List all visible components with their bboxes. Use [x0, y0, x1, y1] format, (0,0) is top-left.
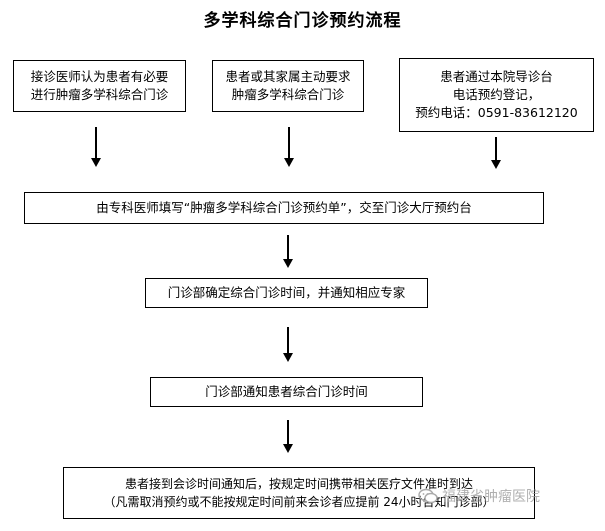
phone-booking-line2: 电话预约登记，	[452, 87, 541, 102]
fill-form-box: 由专科医师填写“肿瘤多学科综合门诊预约单”，交至门诊大厅预约台	[24, 192, 544, 224]
patient-request-line1: 患者或其家属主动要求	[225, 69, 351, 84]
arrow-down	[91, 127, 101, 167]
arrive-line1: 患者接到会诊时间通知后，按规定时间携带相关医疗文件准时到达	[124, 477, 473, 491]
arrive-line2: （凡需取消预约或不能按规定时间前来会诊者应提前 24小时告知门诊部）	[103, 495, 495, 509]
fill-form-line1: 由专科医师填写“肿瘤多学科综合门诊预约单”，交至门诊大厅预约台	[96, 200, 472, 215]
confirm-time-box: 门诊部确定综合门诊时间，并通知相应专家	[145, 278, 428, 308]
page-title: 多学科综合门诊预约流程	[203, 11, 402, 31]
arrow-down	[284, 127, 294, 167]
confirm-time-line1: 门诊部确定综合门诊时间，并通知相应专家	[167, 285, 406, 300]
notify-patient-line1: 门诊部通知患者综合门诊时间	[205, 384, 368, 399]
phone-booking-line1: 患者通过本院导诊台	[440, 69, 553, 84]
arrow-down	[491, 137, 501, 169]
phone-booking-line3: 预约电话：0591-83612120	[415, 105, 578, 120]
referral-doctor-box: 接诊医师认为患者有必要 进行肿瘤多学科综合门诊	[13, 60, 186, 112]
arrow-down	[283, 327, 293, 363]
arrive-box: 患者接到会诊时间通知后，按规定时间携带相关医疗文件准时到达 （凡需取消预约或不能…	[63, 467, 535, 519]
arrow-down	[283, 235, 293, 269]
arrow-down	[283, 420, 293, 454]
referral-doctor-line1: 接诊医师认为患者有必要	[30, 69, 169, 84]
patient-request-box: 患者或其家属主动要求 肿瘤多学科综合门诊	[212, 60, 364, 112]
phone-booking-box: 患者通过本院导诊台 电话预约登记， 预约电话：0591-83612120	[399, 58, 594, 132]
notify-patient-box: 门诊部通知患者综合门诊时间	[150, 377, 423, 407]
referral-doctor-line2: 进行肿瘤多学科综合门诊	[30, 87, 169, 102]
patient-request-line2: 肿瘤多学科综合门诊	[231, 87, 345, 102]
